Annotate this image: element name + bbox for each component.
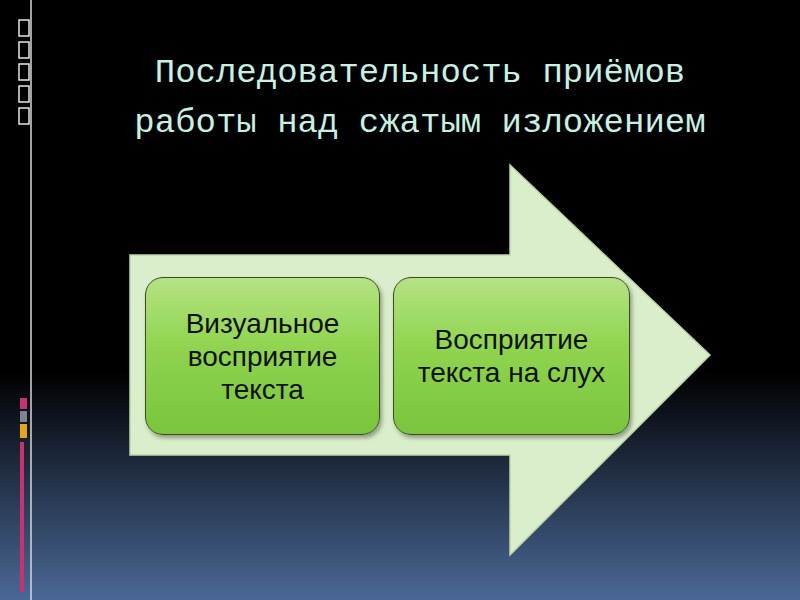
process-box: Восприятие текста на слух (393, 277, 630, 435)
side-ornament (19, 20, 29, 124)
side-stripe (20, 424, 27, 438)
box-label: Визуальное восприятие текста (160, 307, 365, 406)
box-label: Восприятие текста на слух (408, 323, 615, 389)
side-stripe (20, 398, 27, 409)
process-arrow (130, 165, 710, 555)
side-rule (30, 0, 32, 600)
side-stripe (20, 411, 27, 422)
process-box: Визуальное восприятие текста (145, 277, 380, 435)
slide-title: Последовательность приёмов работы над сж… (100, 48, 740, 148)
side-stripe (20, 442, 24, 592)
